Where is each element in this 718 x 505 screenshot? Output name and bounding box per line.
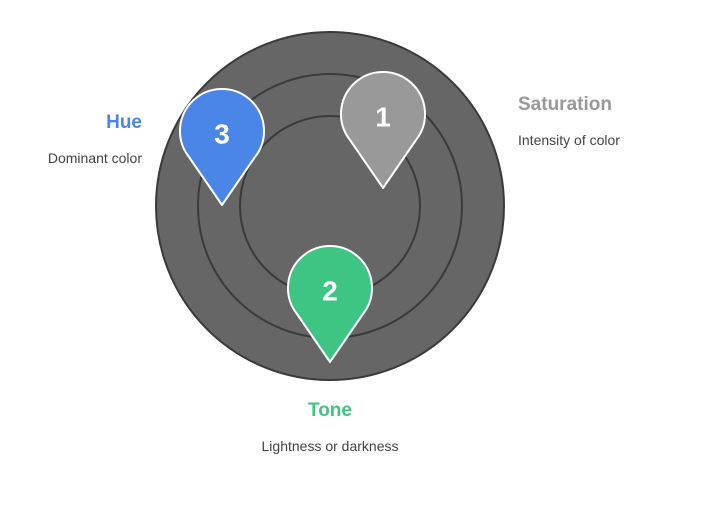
pin-number-saturation: 1 [375,102,391,133]
tone-title: Tone [308,400,352,421]
map-pin-icon [179,88,265,206]
pin-tone: 2 [287,245,373,363]
hue-title: Hue [106,112,142,133]
pin-number-tone: 2 [322,276,338,307]
map-pin-icon [287,245,373,363]
hue-description: Dominant color [47,150,142,166]
map-pin-icon [340,71,426,189]
pin-saturation: 1 [340,71,426,189]
pin-hue: 3 [179,88,265,206]
saturation-title: Saturation [518,94,612,115]
tone-description: Lightness or darkness [261,438,399,454]
saturation-description: Intensity of color [518,132,620,148]
pin-number-hue: 3 [214,119,230,150]
